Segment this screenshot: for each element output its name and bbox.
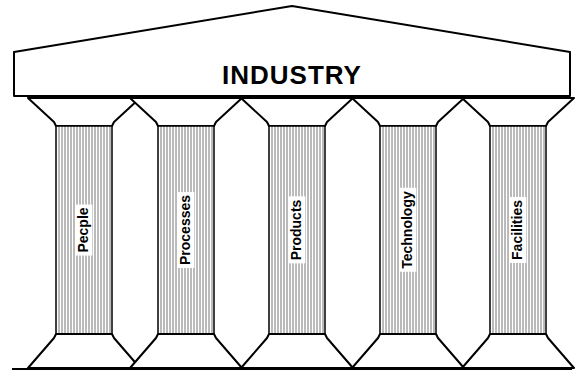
hatch-line xyxy=(392,126,393,334)
pillar-label: Pecple xyxy=(75,204,92,255)
hatch-line xyxy=(314,126,315,334)
pillar-base xyxy=(462,334,574,368)
hatch-line xyxy=(529,126,530,334)
hatch-line xyxy=(395,126,396,334)
pillar: Pecple xyxy=(26,96,142,370)
pillar: Technology xyxy=(350,96,466,370)
hatch-line xyxy=(281,126,282,334)
hatch-line xyxy=(502,126,503,334)
hatch-line xyxy=(275,126,276,334)
hatch-line xyxy=(284,126,285,334)
pillar-shaft xyxy=(56,126,112,334)
pillar: Processes xyxy=(128,96,244,370)
hatch-line xyxy=(59,126,60,334)
hatch-line xyxy=(419,126,420,334)
roof-title: INDUSTRY xyxy=(222,60,362,91)
pillar-capital xyxy=(352,98,464,126)
hatch-line xyxy=(323,126,324,334)
hatch-line xyxy=(161,126,162,334)
hatch-line xyxy=(71,126,72,334)
hatch-line xyxy=(104,126,105,334)
hatch-line xyxy=(386,126,387,334)
hatch-line xyxy=(68,126,69,334)
shaft-hatching xyxy=(272,126,323,334)
pillar-shaft xyxy=(158,126,214,334)
hatch-line xyxy=(107,126,108,334)
hatch-line xyxy=(317,126,318,334)
hatch-line xyxy=(544,126,545,334)
hatch-line xyxy=(167,126,168,334)
shaft-border xyxy=(269,126,325,334)
hatch-line xyxy=(200,126,201,334)
hatch-line xyxy=(425,126,426,334)
hatch-line xyxy=(278,126,279,334)
pillar-base xyxy=(28,334,140,368)
hatch-line xyxy=(496,126,497,334)
hatch-line xyxy=(164,126,165,334)
hatch-line xyxy=(434,126,435,334)
hatch-line xyxy=(101,126,102,334)
shaft-hatching xyxy=(161,126,212,334)
hatch-line xyxy=(311,126,312,334)
shaft-border xyxy=(490,126,546,334)
hatch-line xyxy=(499,126,500,334)
pillar-label: Processes xyxy=(177,192,194,268)
hatch-line xyxy=(505,126,506,334)
hatch-line xyxy=(535,126,536,334)
pillar: Products xyxy=(239,96,355,370)
hatch-line xyxy=(212,126,213,334)
hatch-line xyxy=(209,126,210,334)
roof-shape xyxy=(14,6,570,96)
pillar-capital xyxy=(28,98,140,126)
pillar-capital xyxy=(241,98,353,126)
hatch-line xyxy=(422,126,423,334)
hatch-line xyxy=(541,126,542,334)
hatch-line xyxy=(173,126,174,334)
pillar-shaft xyxy=(269,126,325,334)
hatch-line xyxy=(206,126,207,334)
roof-pediment: INDUSTRY xyxy=(12,4,572,98)
hatch-line xyxy=(308,126,309,334)
pillar-capital xyxy=(462,98,574,126)
hatch-line xyxy=(383,126,384,334)
hatch-line xyxy=(320,126,321,334)
hatch-line xyxy=(272,126,273,334)
hatch-line xyxy=(532,126,533,334)
hatch-line xyxy=(538,126,539,334)
hatch-line xyxy=(110,126,111,334)
hatch-line xyxy=(197,126,198,334)
hatch-line xyxy=(65,126,66,334)
pillar-base xyxy=(130,334,242,368)
pillar-capital xyxy=(130,98,242,126)
pillar-base xyxy=(352,334,464,368)
hatch-line xyxy=(431,126,432,334)
pillar-label: Facilities xyxy=(509,197,526,263)
hatch-line xyxy=(428,126,429,334)
shaft-border xyxy=(56,126,112,334)
pillar-label: Products xyxy=(288,197,305,264)
pillar-label: Technology xyxy=(399,188,416,272)
shaft-border xyxy=(380,126,436,334)
hatch-line xyxy=(389,126,390,334)
hatch-line xyxy=(203,126,204,334)
hatch-line xyxy=(493,126,494,334)
hatch-line xyxy=(98,126,99,334)
shaft-hatching xyxy=(493,126,544,334)
shaft-hatching xyxy=(59,126,110,334)
hatch-line xyxy=(170,126,171,334)
hatch-line xyxy=(62,126,63,334)
pillar-shaft xyxy=(380,126,436,334)
shaft-border xyxy=(158,126,214,334)
pillar-shaft xyxy=(490,126,546,334)
pillar-base xyxy=(241,334,353,368)
shaft-hatching xyxy=(383,126,434,334)
hatch-line xyxy=(95,126,96,334)
pillar: Facilities xyxy=(460,96,576,370)
